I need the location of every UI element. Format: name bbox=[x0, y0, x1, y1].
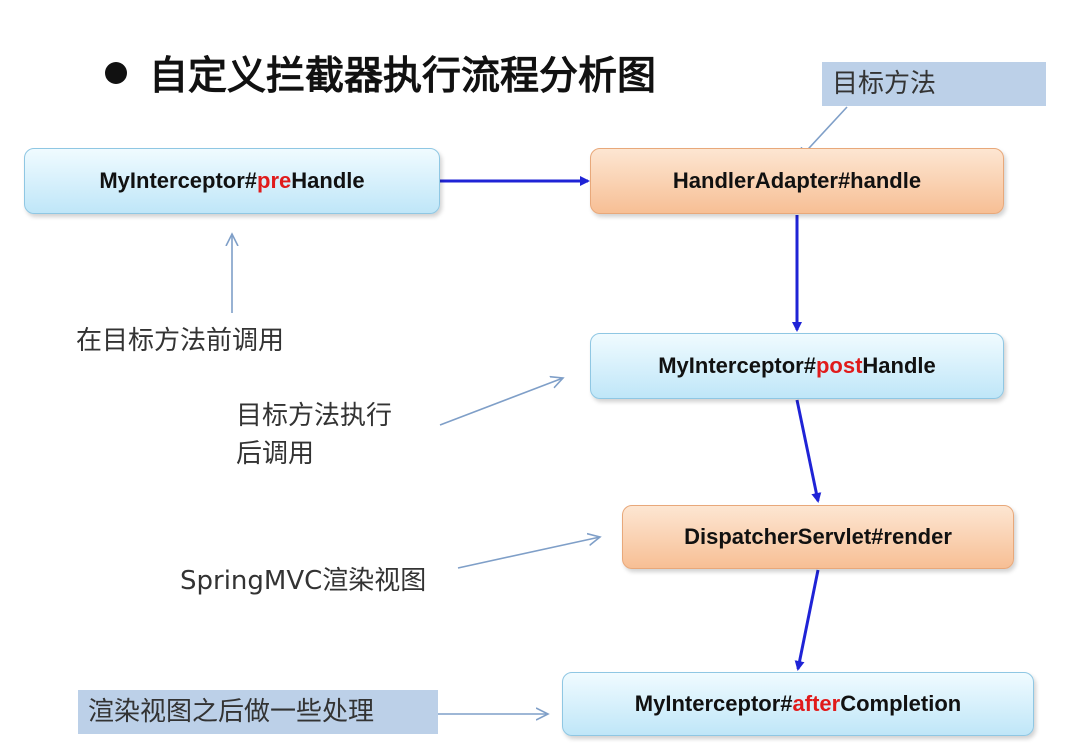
note-after-target: 目标方法执行 后调用 bbox=[236, 397, 392, 473]
node-posthandle-suffix: Handle bbox=[862, 353, 936, 378]
note-after-target-line2: 后调用 bbox=[236, 439, 315, 469]
bullet-icon bbox=[105, 62, 127, 84]
arrow-post-to-render bbox=[795, 399, 822, 503]
page-title: 自定义拦截器执行流程分析图 bbox=[105, 38, 656, 108]
node-render: DispatcherServlet#render bbox=[622, 505, 1014, 569]
node-posthandle-highlight: post bbox=[815, 353, 863, 378]
node-handler-adapter: HandlerAdapter#handle bbox=[590, 148, 1004, 214]
node-render-label: DispatcherServlet#render bbox=[684, 524, 952, 549]
node-aftercompletion-highlight: after bbox=[792, 691, 841, 716]
node-aftercompletion-prefix: MyInterceptor# bbox=[634, 691, 793, 716]
note-after-render: 渲染视图之后做一些处理 bbox=[78, 690, 438, 734]
node-prehandle-prefix: MyInterceptor# bbox=[99, 168, 258, 193]
note-target-method: 目标方法 bbox=[822, 62, 1046, 106]
note-before-target-text: 在目标方法前调用 bbox=[76, 326, 285, 356]
title-text: 自定义拦截器执行流程分析图 bbox=[149, 54, 657, 99]
note-springmvc-render: SpringMVC渲染视图 bbox=[180, 562, 426, 600]
node-prehandle-highlight: pre bbox=[257, 168, 292, 193]
note-after-target-line1: 目标方法执行 bbox=[236, 401, 393, 431]
arrow-render-to-after bbox=[794, 569, 820, 671]
node-prehandle-suffix: Handle bbox=[291, 168, 365, 193]
node-posthandle-prefix: MyInterceptor# bbox=[658, 353, 816, 378]
note-after-render-text: 渲染视图之后做一些处理 bbox=[88, 697, 375, 727]
note-arrow-after-target bbox=[439, 378, 563, 426]
note-target-method-text: 目标方法 bbox=[832, 69, 937, 99]
note-before-target: 在目标方法前调用 bbox=[76, 322, 284, 360]
node-aftercompletion-suffix: Completion bbox=[840, 691, 962, 716]
note-springmvc-render-text: SpringMVC渲染视图 bbox=[180, 566, 427, 596]
node-handler-adapter-label: HandlerAdapter#handle bbox=[672, 168, 922, 193]
note-arrow-springmvc-render bbox=[457, 537, 600, 569]
